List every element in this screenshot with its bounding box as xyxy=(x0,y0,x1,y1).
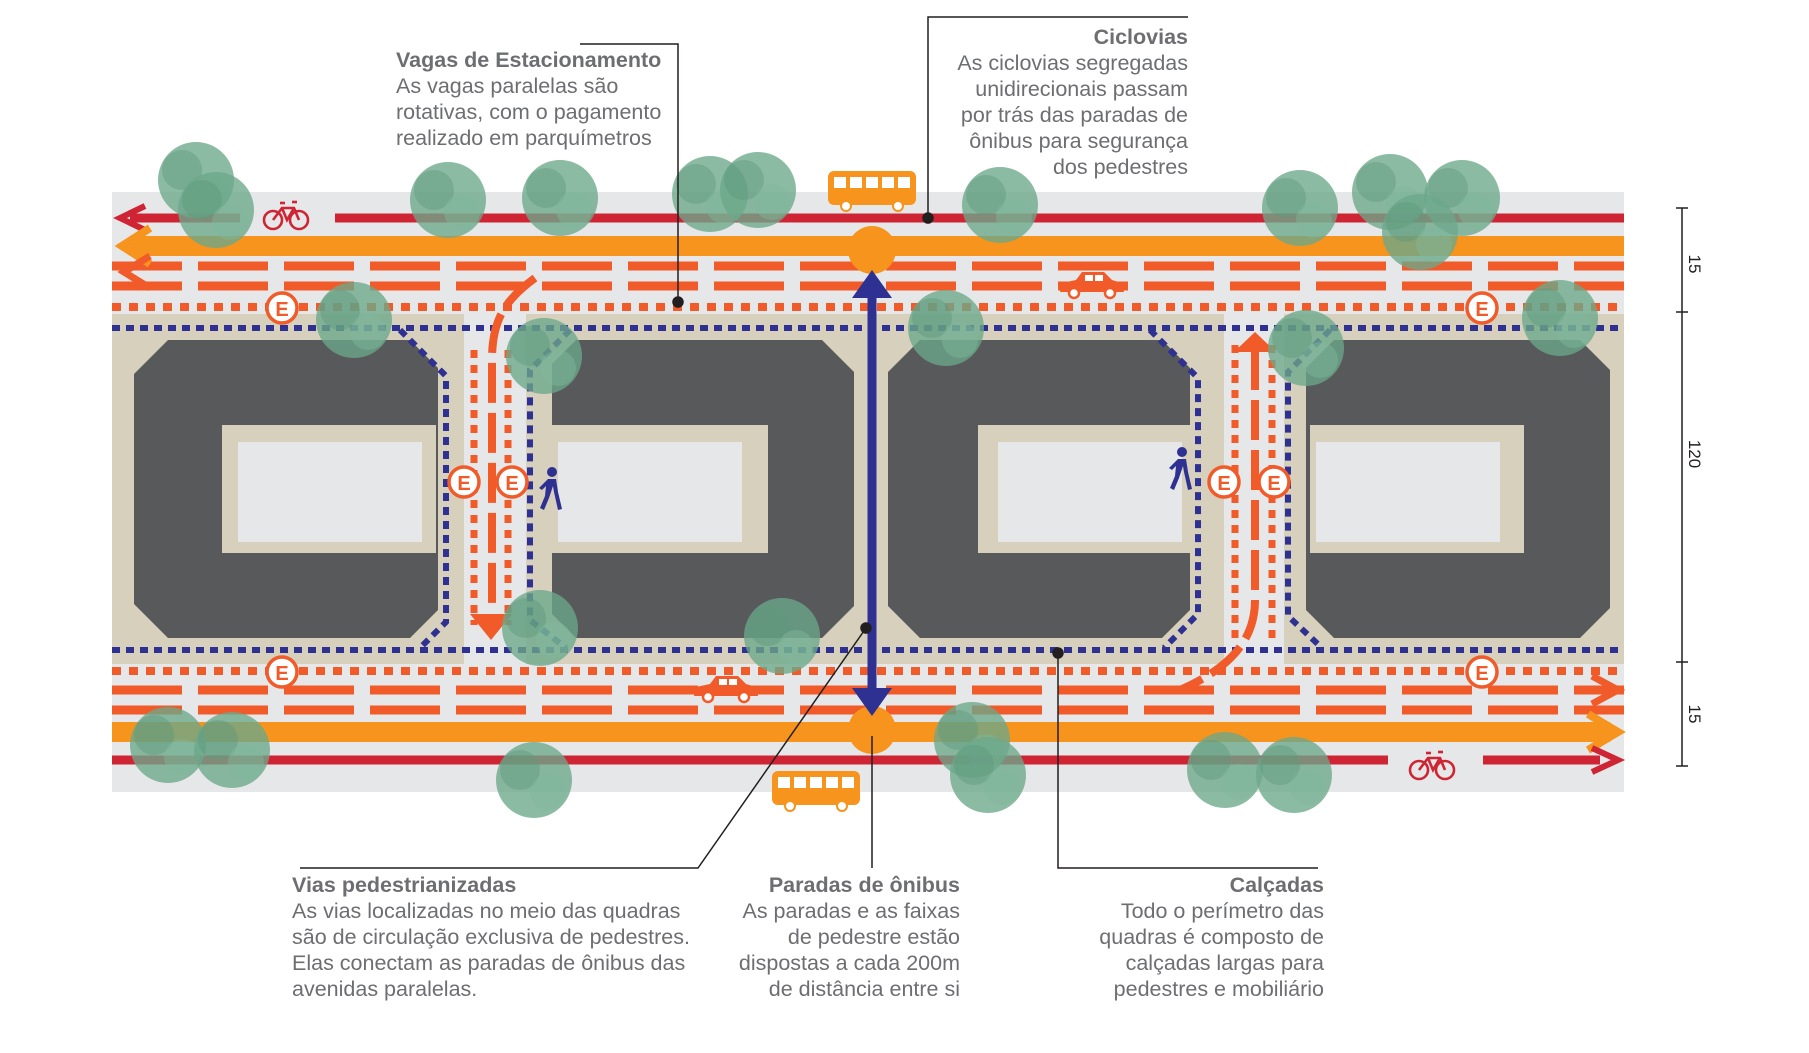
annotation-sidewalks-title: Calçadas xyxy=(1229,873,1324,897)
leader-dot xyxy=(672,296,684,308)
parking-label: E xyxy=(505,473,518,495)
annotation-parking-title: Vagas de Estacionamento xyxy=(396,48,662,72)
city-blocks xyxy=(112,314,1624,664)
annotation-bike-lanes-title: Ciclovias xyxy=(1093,25,1188,49)
parking-label: E xyxy=(275,663,288,685)
bus-stop-crossing xyxy=(848,226,896,754)
annotation-sidewalks-body: Todo o perímetro das quadras é composto … xyxy=(1099,899,1324,1001)
bus-icon xyxy=(827,170,917,212)
direction-arrows xyxy=(113,203,1626,775)
courtyard-3 xyxy=(998,442,1182,542)
annotation-bike-lanes-body: As ciclovias segregadas unidirecionais p… xyxy=(957,51,1188,179)
parking-label: E xyxy=(1475,299,1488,321)
courtyard-2 xyxy=(558,442,742,542)
dimension-top: 15 xyxy=(1685,255,1704,274)
parking-label: E xyxy=(1475,663,1488,685)
tree-icon xyxy=(1256,737,1332,813)
courtyard-1 xyxy=(238,442,422,542)
sidewalk-block-3 xyxy=(1147,327,1201,651)
dimension-scale xyxy=(1676,207,1688,767)
leader-lines xyxy=(300,16,1318,869)
tree-icon xyxy=(1262,170,1338,246)
leader-dot xyxy=(860,622,872,634)
bus-icon xyxy=(771,770,861,812)
tree-icon xyxy=(178,172,254,248)
sidewalk-block-1 xyxy=(397,327,449,651)
tree-icon xyxy=(1522,280,1598,356)
annotation-pedestrian-ways-body: As vias localizadas no meio das quadras … xyxy=(292,899,690,1001)
courtyard-4 xyxy=(1316,442,1500,542)
arrow-icon xyxy=(113,203,147,233)
parking-label: E xyxy=(457,473,470,495)
mid-street-right-solid xyxy=(1178,350,1259,694)
leader-sidewalks xyxy=(1057,653,1318,869)
tree-icon xyxy=(1268,310,1344,386)
tree-icon xyxy=(522,160,598,236)
bus-stop-top xyxy=(848,226,896,274)
annotation-pedestrian-ways: Vias pedestrianizadas As vias localizada… xyxy=(292,872,722,1002)
dimension-middle: 120 xyxy=(1685,440,1704,468)
mid-block-streets xyxy=(470,274,1276,694)
parking-label: E xyxy=(275,299,288,321)
leader-bike-lanes xyxy=(927,16,1188,218)
annotation-bus-stops: Paradas de ônibus As paradas e as faixas… xyxy=(700,872,960,1002)
arrow-icon xyxy=(1585,710,1626,754)
annotation-pedestrian-ways-title: Vias pedestrianizadas xyxy=(292,873,517,897)
tree-icon xyxy=(720,152,796,228)
annotation-parking-body: As vagas paralelas são rotativas, com o … xyxy=(396,74,662,150)
arrow-icon xyxy=(1590,672,1626,708)
parking-signs: E E E E E E E E xyxy=(265,291,1499,689)
tree-icon xyxy=(908,290,984,366)
tree-icon xyxy=(194,712,270,788)
arrow-icon xyxy=(1590,745,1626,775)
tree-icon xyxy=(950,737,1026,813)
tree-icon xyxy=(410,162,486,238)
tree-icon xyxy=(316,282,392,358)
arrow-icon xyxy=(117,253,152,291)
tree-icon xyxy=(496,742,572,818)
parking-label: E xyxy=(1267,473,1280,495)
arrow-icon xyxy=(470,614,512,640)
annotation-parking: Vagas de Estacionamento As vagas paralel… xyxy=(396,47,686,151)
tree-icon xyxy=(1382,194,1458,270)
mid-street-left-solid xyxy=(488,274,538,610)
arrow-icon xyxy=(852,270,892,298)
annotation-bus-stops-title: Paradas de ônibus xyxy=(768,873,960,897)
tree-icon xyxy=(506,318,582,394)
annotation-bike-lanes: Ciclovias As ciclovias segregadas unidir… xyxy=(930,24,1188,180)
dimension-bottom: 15 xyxy=(1685,705,1704,724)
tree-icon xyxy=(744,598,820,674)
leader-parking xyxy=(580,43,679,302)
parking-label: E xyxy=(1217,473,1230,495)
leader-pedestrian-ways xyxy=(300,627,867,869)
tree-icon xyxy=(1187,732,1263,808)
tree-icon xyxy=(502,590,578,666)
bus-stop-bottom xyxy=(848,706,896,754)
annotation-bus-stops-body: As paradas e as faixas de pedestre estão… xyxy=(738,899,960,1001)
leader-dot xyxy=(922,212,934,224)
arrow-icon xyxy=(1234,332,1276,352)
leader-dot xyxy=(1052,647,1064,659)
arrow-icon xyxy=(852,688,892,716)
annotation-sidewalks: Calçadas Todo o perímetro das quadras é … xyxy=(1060,872,1324,1002)
